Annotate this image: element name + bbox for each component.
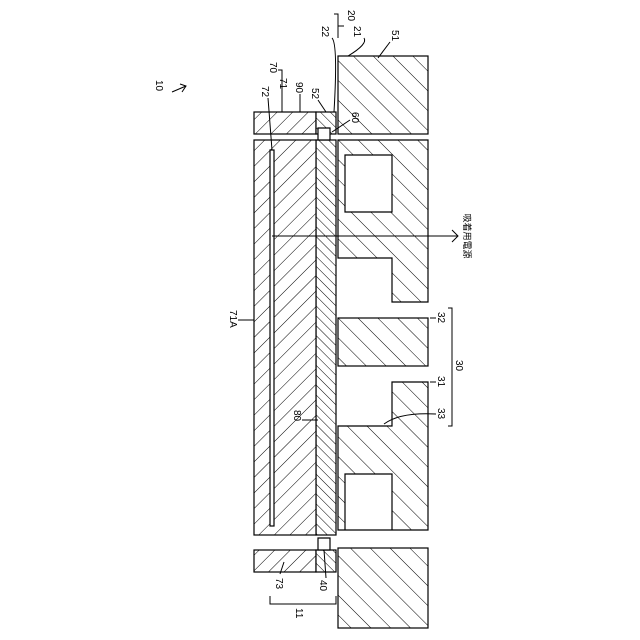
label-51: 51	[389, 30, 400, 42]
cooling-base-block-32	[338, 318, 428, 366]
label-73: 73	[273, 578, 284, 590]
label-60: 60	[349, 112, 360, 124]
label-52: 52	[309, 88, 320, 100]
label-72: 72	[259, 86, 270, 98]
label-20: 20	[345, 10, 356, 22]
seal-40	[318, 538, 330, 550]
label-71A: 71A	[227, 310, 238, 328]
label-21: 21	[351, 26, 362, 38]
bracket-11	[270, 596, 336, 604]
power-supply-label: 吸着用電源	[462, 213, 473, 258]
leader-21	[348, 38, 365, 56]
label-90: 90	[293, 82, 304, 94]
label-30: 30	[453, 360, 464, 372]
label-40: 40	[317, 580, 328, 592]
cooling-base-lower	[338, 382, 428, 530]
focus-ring-lower	[254, 550, 316, 572]
bracket-20	[334, 14, 344, 38]
leader-52	[318, 100, 326, 112]
seal-60	[318, 128, 330, 140]
electrode	[270, 150, 274, 526]
label-71: 71	[277, 78, 288, 90]
label-31: 31	[435, 376, 446, 388]
label-70: 70	[267, 62, 278, 74]
focus-ring-upper	[254, 112, 316, 134]
label-11: 11	[293, 608, 304, 619]
label-32: 32	[435, 312, 446, 324]
label-22: 22	[319, 26, 330, 38]
label-10: 10	[153, 80, 164, 92]
bracket-30	[448, 308, 452, 426]
sleeve-lower	[316, 550, 336, 572]
base-block-lower	[338, 548, 428, 628]
dielectric-plate	[254, 140, 316, 535]
cooling-base-upper	[338, 140, 428, 302]
label-80: 80	[291, 410, 302, 422]
label-33: 33	[435, 408, 446, 420]
leader-22	[332, 38, 336, 112]
bonding-layer	[316, 140, 336, 535]
